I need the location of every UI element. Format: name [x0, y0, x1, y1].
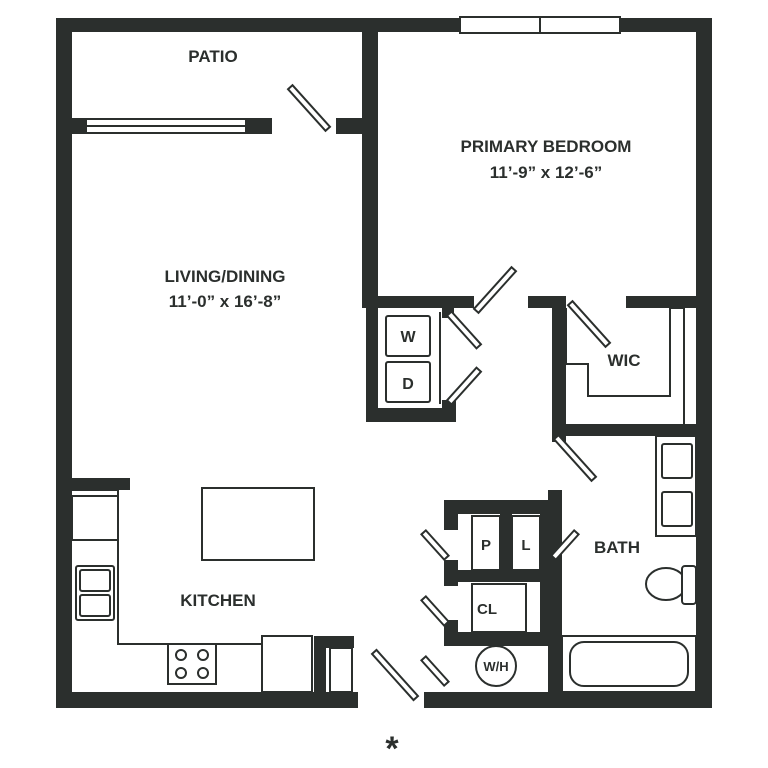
linen-closet-door — [549, 528, 581, 562]
laundry-door-bottom — [445, 366, 483, 406]
kitchen-pantry — [329, 647, 353, 693]
pantry-label: P — [481, 537, 491, 554]
patio-label: PATIO — [188, 47, 237, 66]
living-dining-size: 11’-0” x 16’-8” — [169, 292, 281, 311]
closet-divider-pl — [500, 510, 512, 580]
kitchen-sink-basin-top — [79, 569, 111, 592]
kitchen-label: KITCHEN — [180, 591, 256, 610]
laundry-west-wall — [366, 296, 378, 422]
closet-label: CL — [477, 601, 497, 618]
wall-top-left — [56, 18, 362, 32]
patio-wall-stub-left — [72, 118, 86, 134]
wall-left — [56, 18, 72, 708]
burner-4 — [197, 667, 209, 679]
water-heater-label: W/H — [483, 659, 508, 674]
linen-box — [511, 515, 541, 571]
wic-west-wall — [552, 296, 566, 442]
fixtures — [71, 307, 697, 693]
dishwasher — [71, 495, 119, 541]
bedroom-door — [472, 265, 518, 315]
kitchen-peninsula-wall — [72, 478, 130, 490]
wall-bottom-left — [56, 692, 358, 708]
primary-bedroom-name: PRIMARY BEDROOM — [461, 137, 632, 156]
burner-1 — [175, 649, 187, 661]
dryer-label: D — [402, 376, 414, 393]
room-labels: PATIO PRIMARY BEDROOM 11’-9” x 12’-6” LI… — [165, 47, 641, 610]
closet-door — [419, 594, 451, 628]
pantry-box — [471, 515, 501, 571]
patio-door-jamb — [336, 118, 362, 134]
bath-label: BATH — [594, 538, 640, 557]
living-dining-name: LIVING/DINING — [165, 267, 286, 286]
wall-right — [696, 18, 712, 708]
cl-box — [471, 583, 527, 633]
toilet-tank — [681, 565, 697, 605]
wic-door — [566, 299, 612, 349]
dryer — [385, 361, 431, 403]
patio-wall-stub-right — [246, 118, 272, 134]
bedroom-south-wall-left — [362, 296, 474, 308]
refrigerator — [261, 635, 313, 693]
primary-bedroom-size: 11’-9” x 12’-6” — [490, 163, 602, 182]
wh-closet-door — [419, 654, 451, 688]
laundry-south-wall — [366, 408, 456, 422]
bedroom-south-wall-right — [626, 296, 712, 308]
wic-label: WIC — [607, 351, 640, 370]
doors — [286, 83, 612, 702]
laundry-door-top — [445, 310, 483, 350]
linen-label: L — [521, 537, 530, 554]
closet-block-shelf-2 — [444, 632, 562, 646]
bathtub-basin — [569, 641, 689, 687]
bath-west-wall-top — [548, 490, 562, 514]
washer-label: W — [400, 329, 416, 346]
appliance-labels: W D P L CL W/H — [400, 329, 530, 674]
range — [167, 643, 217, 685]
entry-door — [370, 648, 420, 702]
toilet-bowl — [645, 567, 687, 601]
bedroom-west-wall — [362, 18, 378, 298]
windows — [85, 16, 621, 134]
closet-block-right — [540, 500, 562, 646]
bath-north-wall — [552, 424, 712, 436]
burner-2 — [197, 649, 209, 661]
bath-door — [552, 433, 598, 483]
closet-block-shelf-1 — [444, 570, 550, 582]
closet-block-top — [444, 500, 562, 514]
washer — [385, 315, 431, 357]
bath-sink-top — [661, 443, 693, 479]
bath-sink-bottom — [661, 491, 693, 527]
closet-block-jamb-left — [444, 500, 458, 530]
water-heater — [475, 645, 517, 687]
patio-door — [286, 83, 332, 133]
wall-bottom-right — [424, 692, 712, 708]
walls — [56, 18, 712, 708]
kitchen-pantry-side-wall — [314, 636, 326, 708]
kitchen-island — [201, 487, 315, 561]
entry-marker: * — [385, 730, 399, 768]
wh-closet-east-wall — [548, 632, 562, 708]
kitchen-sink-basin-bottom — [79, 594, 111, 617]
pantry-closet-door — [419, 528, 451, 562]
wic-shelf-outline — [565, 307, 685, 424]
burner-3 — [175, 667, 187, 679]
